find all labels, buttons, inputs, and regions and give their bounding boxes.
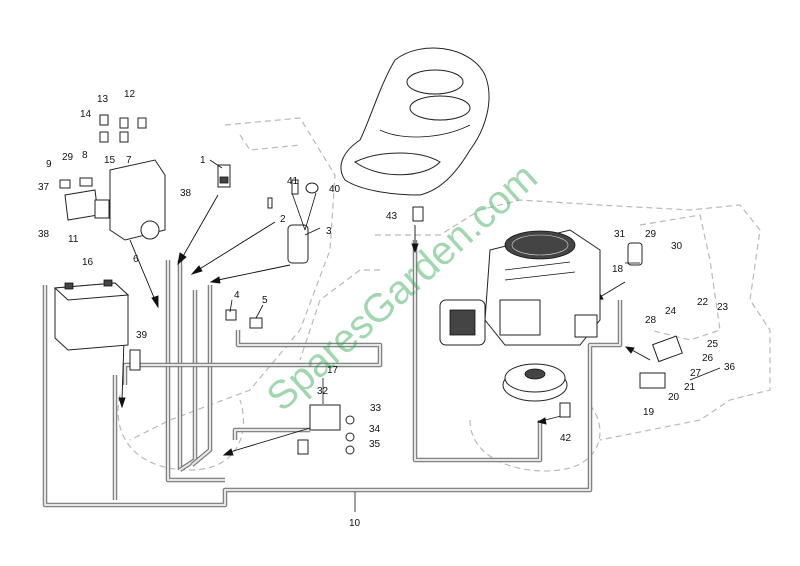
callout-labels: 1 2 3 4 5 6 7 8 9 10 11 12 13 14 15 16 1… [38,89,736,529]
callout-38b: 38 [38,229,50,240]
pto-clutch [502,363,571,418]
callout-1: 1 [200,155,206,166]
callout-41: 41 [287,176,299,187]
engine [439,229,601,346]
callout-14: 14 [80,109,92,120]
callout-2: 2 [280,214,286,225]
callout-21: 21 [684,382,696,393]
callout-28: 28 [645,315,657,326]
callout-42: 42 [560,433,572,444]
callout-20: 20 [668,392,680,403]
callout-37: 37 [38,182,50,193]
callout-30: 30 [671,241,683,252]
small-parts [59,114,683,455]
callout-17: 17 [327,365,339,376]
callout-12: 12 [124,89,136,100]
dash-panel [64,159,166,241]
callout-5: 5 [262,295,268,306]
callout-6: 6 [133,254,139,265]
callout-38a: 38 [180,188,192,199]
callout-13: 13 [97,94,109,105]
callout-35: 35 [369,439,381,450]
callout-29a: 29 [62,152,74,163]
callout-24: 24 [665,306,677,317]
callout-16: 16 [82,257,94,268]
callout-43: 43 [386,211,398,222]
callout-19: 19 [643,407,655,418]
callout-25: 25 [707,339,719,350]
callout-32: 32 [317,386,329,397]
callout-29b: 29 [645,229,657,240]
callout-18: 18 [612,264,624,275]
callout-33: 33 [370,403,382,414]
wiring-harness [42,240,623,508]
seat [340,47,490,196]
callout-27: 27 [690,368,702,379]
callout-31: 31 [614,229,626,240]
callout-9: 9 [46,159,52,170]
callout-7: 7 [126,155,132,166]
callout-11: 11 [68,234,79,245]
callout-10: 10 [349,518,361,529]
callout-23: 23 [717,302,729,313]
callout-39: 39 [136,330,148,341]
callout-40: 40 [329,184,341,195]
callout-15: 15 [104,155,116,166]
callout-22: 22 [697,297,709,308]
callout-36: 36 [724,362,736,373]
battery [53,279,130,351]
callout-8: 8 [82,150,88,161]
callout-26: 26 [702,353,714,364]
leader-lines [209,159,721,512]
callout-34: 34 [369,424,381,435]
callout-4: 4 [234,290,240,301]
callout-3: 3 [326,226,332,237]
